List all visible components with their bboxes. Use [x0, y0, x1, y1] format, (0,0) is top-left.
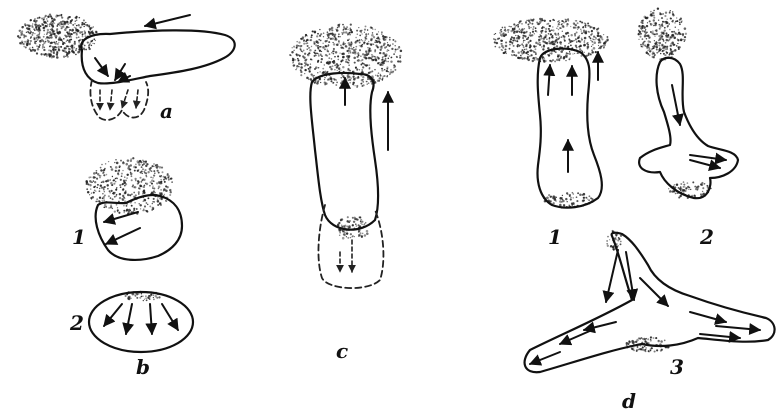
panel-c-dashed-extension [318, 205, 383, 288]
panel-a-flow-arrow-2 [115, 64, 125, 80]
panel-d2-flow-arrow-3 [690, 160, 720, 168]
panel-a-dash-arrow-4 [136, 90, 138, 108]
panel-a-dash-arrow-3 [122, 90, 128, 108]
panel-b2-cell-outline [89, 292, 193, 352]
panel-a-flow-arrow-1 [95, 58, 108, 76]
panel-c: c [310, 73, 388, 363]
panel-d3-flow-arrow-4 [560, 330, 592, 344]
panel-a-dashed-pseudopod [90, 80, 148, 120]
panel-d2-cell-outline [639, 58, 738, 198]
panel-a-direction-arrow [145, 15, 190, 26]
stipple-layer [17, 7, 712, 352]
panel-b1-label: 1 [72, 225, 86, 249]
panel-b2-flow-arrow-2 [126, 304, 132, 334]
panel-a: a [81, 15, 234, 123]
panel-b: 1 2 b [69, 195, 193, 379]
panel-d2-flow-arrow-1 [672, 85, 680, 125]
stipple-d1 [493, 18, 609, 63]
panel-b1-flow-arrow-1 [104, 212, 138, 222]
panel-d2-label: 2 [699, 225, 714, 249]
panel-d3-flow-arrow-8 [700, 334, 740, 338]
panel-d3-label: 3 [670, 355, 684, 379]
panel-d3-flow-arrow-5 [530, 352, 560, 364]
panel-a-cell-outline [81, 30, 234, 83]
panel-b1-flow-arrow-2 [106, 228, 140, 244]
stipple-a [17, 13, 98, 58]
panel-d1-cell-outline [538, 49, 602, 208]
panel-a-label: a [160, 99, 173, 123]
stipple-d1-tip [543, 192, 594, 209]
panel-d3-flow-arrow-1 [606, 250, 618, 302]
panel-d: 1 2 3 d [525, 49, 775, 413]
panel-d3-flow-arrow-7 [716, 326, 760, 330]
panel-c-label: c [336, 339, 348, 363]
panel-b2-flow-arrow-4 [162, 304, 178, 330]
panel-d-label: d [622, 389, 636, 413]
panel-d1-label: 1 [548, 225, 562, 249]
panel-b2-flow-arrow-3 [150, 304, 152, 334]
panel-d2-flow-arrow-2 [690, 155, 726, 160]
panel-d3-flow-arrow-3 [640, 278, 668, 306]
panel-b2-label: 2 [69, 311, 84, 335]
panel-a-dash-arrow-2 [110, 90, 112, 110]
stipple-d2 [638, 7, 688, 60]
panel-d3-flow-arrow-6 [690, 312, 726, 322]
panel-b-label: b [136, 355, 150, 379]
panel-b2-flow-arrow-1 [104, 304, 122, 326]
panel-d1-flow-arrow-1 [548, 65, 550, 95]
panel-d3-cell-outline [525, 233, 775, 373]
